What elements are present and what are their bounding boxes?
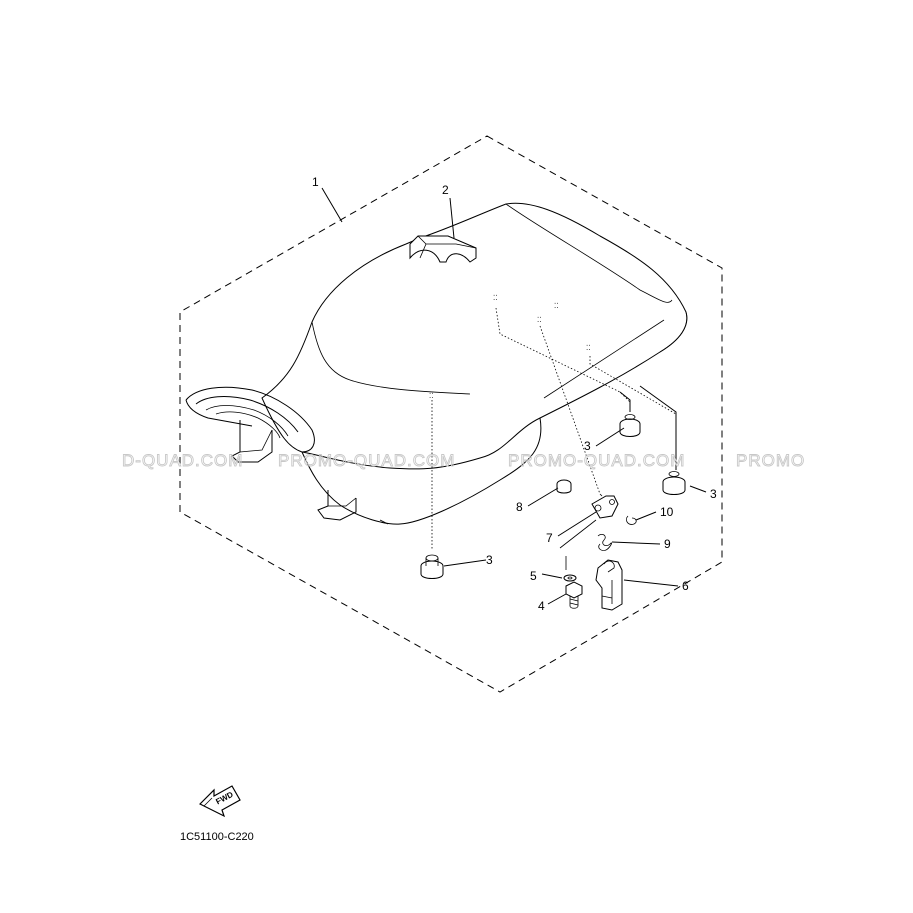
seat-assembly: ⁚⁚ ⁚⁚ ⁚⁚ ⁚⁚ ⁚⁚ (185, 202, 688, 525)
svg-text:⁚⁚: ⁚⁚ (493, 294, 497, 302)
collar-part-8 (556, 479, 572, 494)
callout-3-front-right: 3 (710, 487, 717, 501)
leader-lines (321, 187, 707, 605)
lever-part-7 (591, 495, 619, 519)
assembly-lines (431, 307, 677, 570)
watermark-row: D-QUAD.COM PROMO-QUAD.COM PROMO-QUAD.COM… (122, 451, 805, 471)
assembly-boundary (179, 135, 723, 693)
washer-part-5 (563, 574, 577, 582)
callout-numbers: 1 2 3 3 3 4 5 6 7 8 9 10 (312, 175, 717, 613)
callout-2: 2 (442, 183, 449, 197)
part-code: 1C51100-C220 (180, 831, 254, 843)
callout-10: 10 (660, 505, 674, 519)
forward-arrow-icon: FWD (198, 785, 241, 818)
callout-1: 1 (312, 175, 319, 189)
callout-3-front-left: 3 (584, 439, 591, 453)
svg-text:⁚⁚: ⁚⁚ (586, 344, 590, 352)
watermark-2: PROMO-QUAD.COM (278, 451, 455, 470)
clip-part-10 (626, 515, 637, 525)
watermark-4: PROMO (736, 451, 805, 470)
damper-front-left (619, 414, 641, 437)
callout-4: 4 (538, 599, 545, 613)
callout-9: 9 (664, 537, 671, 551)
svg-text:⁚⁚: ⁚⁚ (429, 392, 433, 400)
callout-6: 6 (682, 579, 689, 593)
callout-5: 5 (530, 569, 537, 583)
damper-front-right (662, 471, 686, 495)
callout-7: 7 (546, 531, 553, 545)
damper-rear-left (420, 554, 444, 579)
callout-8: 8 (516, 500, 523, 514)
svg-text:⁚⁚: ⁚⁚ (537, 316, 541, 324)
callout-3-rear: 3 (486, 553, 493, 567)
seat-strap (409, 235, 477, 263)
watermark-1: D-QUAD.COM (122, 451, 243, 470)
svg-text:⁚⁚: ⁚⁚ (554, 302, 558, 310)
seat-lock-part-6 (595, 559, 623, 611)
watermark-3: PROMO-QUAD.COM (508, 451, 685, 470)
bolt-part-4 (565, 581, 583, 609)
spring-part-9 (597, 533, 613, 551)
